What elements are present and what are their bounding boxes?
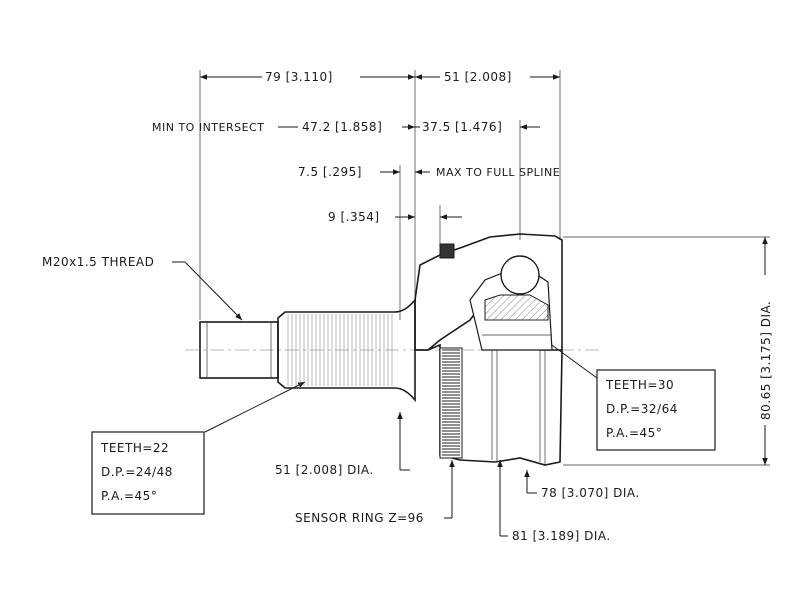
min-intersect-label: MIN TO INTERSECT <box>152 121 264 134</box>
extension-lines <box>199 70 770 466</box>
dia-78-label: 78 [3.070] DIA. <box>541 486 640 500</box>
dia-80-label: 80.65 [3.175] DIA. <box>759 301 773 420</box>
spec-box-left: TEETH=22 D.P.=24/48 P.A.=45° <box>91 431 205 515</box>
dim-47-label: 47.2 [1.858] <box>302 120 382 134</box>
spec-box-right: TEETH=30 D.P.=32/64 P.A.=45° <box>596 369 716 451</box>
dia-51-label: 51 [2.008] DIA. <box>275 463 374 477</box>
max-full-spline-label: MAX TO FULL SPLINE <box>436 166 560 179</box>
splined-shaft <box>277 297 416 403</box>
dim-79-label: 79 [3.110] <box>265 70 333 84</box>
spec-left-pa: P.A.=45° <box>101 489 157 503</box>
dim-37-label: 37.5 [1.476] <box>422 120 502 134</box>
sensor-ring-label: SENSOR RING Z=96 <box>295 511 424 525</box>
spec-right-teeth: TEETH=30 <box>605 378 674 392</box>
spec-right-pa: P.A.=45° <box>606 426 662 440</box>
outer-housing <box>414 233 563 466</box>
sensor-ring <box>439 347 463 459</box>
dim-51-top-label: 51 [2.008] <box>444 70 512 84</box>
dim-9-label: 9 [.354] <box>328 210 380 224</box>
dia-81-label: 81 [3.189] DIA. <box>512 529 611 543</box>
thread-label: M20x1.5 THREAD <box>42 255 154 269</box>
dim-7-5-label: 7.5 [.295] <box>298 165 362 179</box>
spec-right-dp: D.P.=32/64 <box>606 402 678 416</box>
spec-left-dp: D.P.=24/48 <box>101 465 173 479</box>
spec-left-teeth: TEETH=22 <box>100 441 169 455</box>
dimension-arrows <box>200 74 768 537</box>
